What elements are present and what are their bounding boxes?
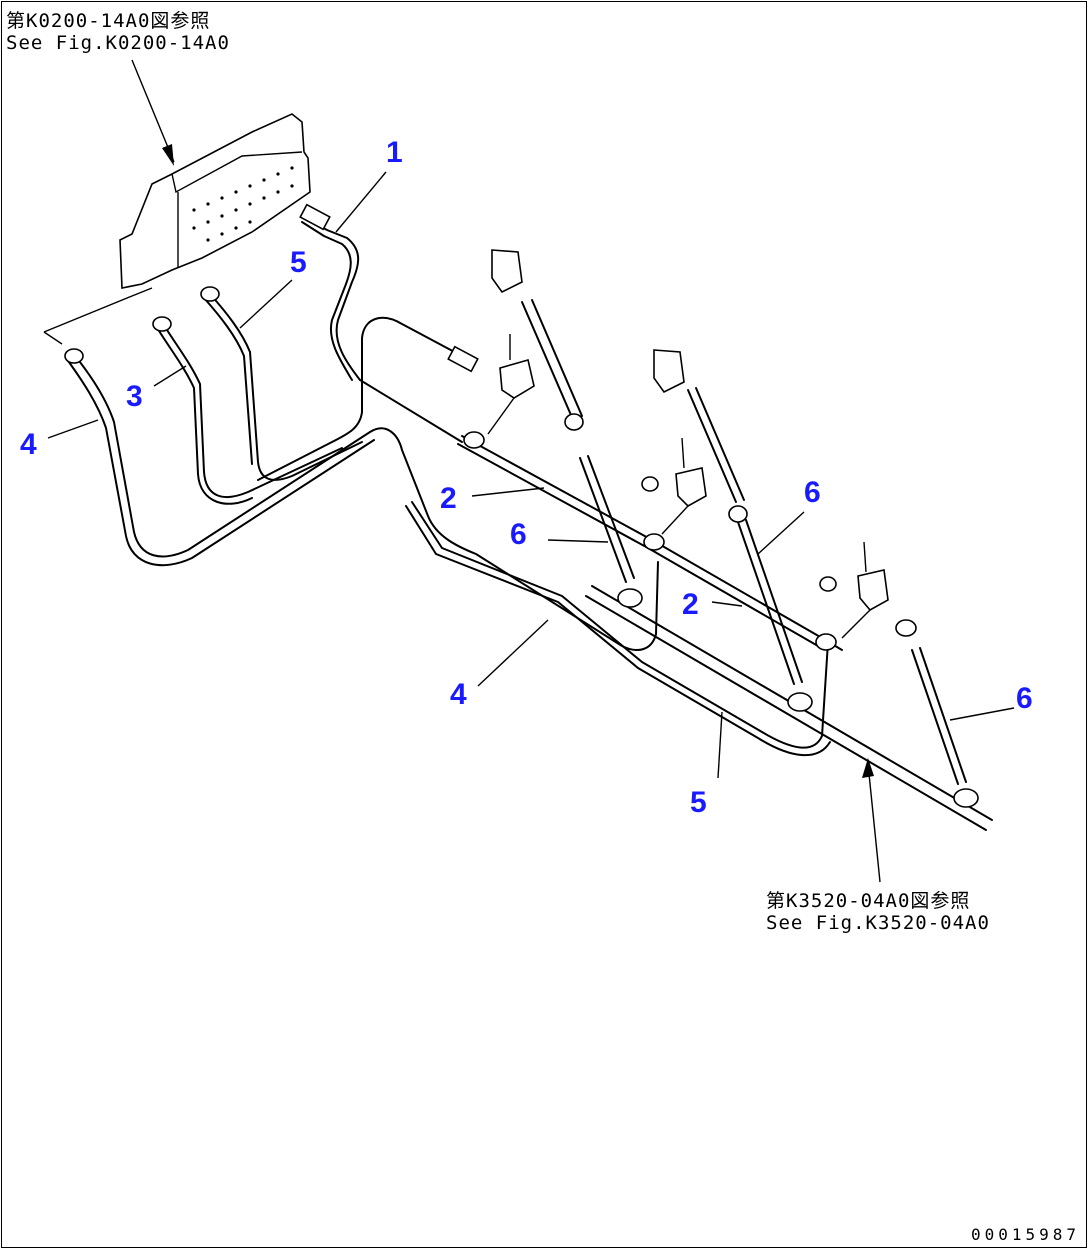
callout-6-a: 6 [510, 518, 527, 551]
callout-5-b: 5 [690, 786, 707, 819]
pipe-loop [257, 316, 463, 481]
pipe-6-b-inner [587, 455, 635, 579]
block-port-dots [192, 166, 294, 242]
pipe-5-lower [411, 501, 829, 749]
callouts: 1 2 2 3 4 4 5 5 6 6 6 [20, 136, 1033, 819]
rail-lower-inner [585, 595, 987, 831]
callout-leaders [47, 171, 1015, 779]
reference-top-jp: 第K0200-14A0図参照 [6, 10, 211, 32]
pipe-6-b [579, 457, 627, 583]
pipe-5-lower-inner [405, 505, 831, 756]
pipe-6-d-inner [745, 519, 803, 683]
reference-arrow-bottom [862, 758, 881, 883]
callout-4-b: 4 [450, 678, 467, 711]
callout-3: 3 [126, 380, 143, 413]
pipe-5-upper [209, 293, 363, 481]
pipe-4 [71, 351, 659, 651]
reference-bottom-jp: 第K3520-04A0図参照 [766, 890, 971, 912]
callout-2-a: 2 [440, 482, 457, 515]
pipe-6-c-inner [695, 387, 745, 501]
pipe-6-c [687, 389, 737, 503]
callout-5-a: 5 [290, 246, 307, 279]
reference-arrow-top [131, 59, 175, 166]
reference-note-bottom: 第K3520-04A0図参照 See Fig.K3520-04A0 [766, 890, 990, 934]
valve-assemblies [487, 249, 889, 639]
callout-6-c: 6 [1016, 682, 1033, 715]
fittings [64, 203, 979, 808]
pipe-6-d [737, 521, 795, 685]
callout-4-a: 4 [20, 428, 37, 461]
pipe-6-e [911, 649, 959, 785]
reference-note-top: 第K0200-14A0図参照 See Fig.K0200-14A0 [6, 10, 230, 54]
pipe-4-inner [65, 357, 375, 567]
callout-6-b: 6 [804, 476, 821, 509]
pipe-6-a-inner [531, 299, 583, 417]
pipe-6-a [521, 301, 575, 423]
pipe-1-inner [301, 221, 353, 381]
document-id: 00015987 [970, 1225, 1080, 1244]
reference-bottom-en: See Fig.K3520-04A0 [766, 912, 990, 934]
pipe-3 [161, 321, 343, 499]
pipe-6-e-inner [919, 647, 967, 783]
callout-1: 1 [386, 136, 403, 169]
pipe-1 [301, 215, 463, 443]
reference-top-en: See Fig.K0200-14A0 [6, 32, 230, 54]
pipe-5-upper-inner [203, 297, 253, 465]
callout-2-b: 2 [682, 588, 699, 621]
valve-block [43, 113, 311, 345]
pipe-3-inner [155, 325, 253, 505]
